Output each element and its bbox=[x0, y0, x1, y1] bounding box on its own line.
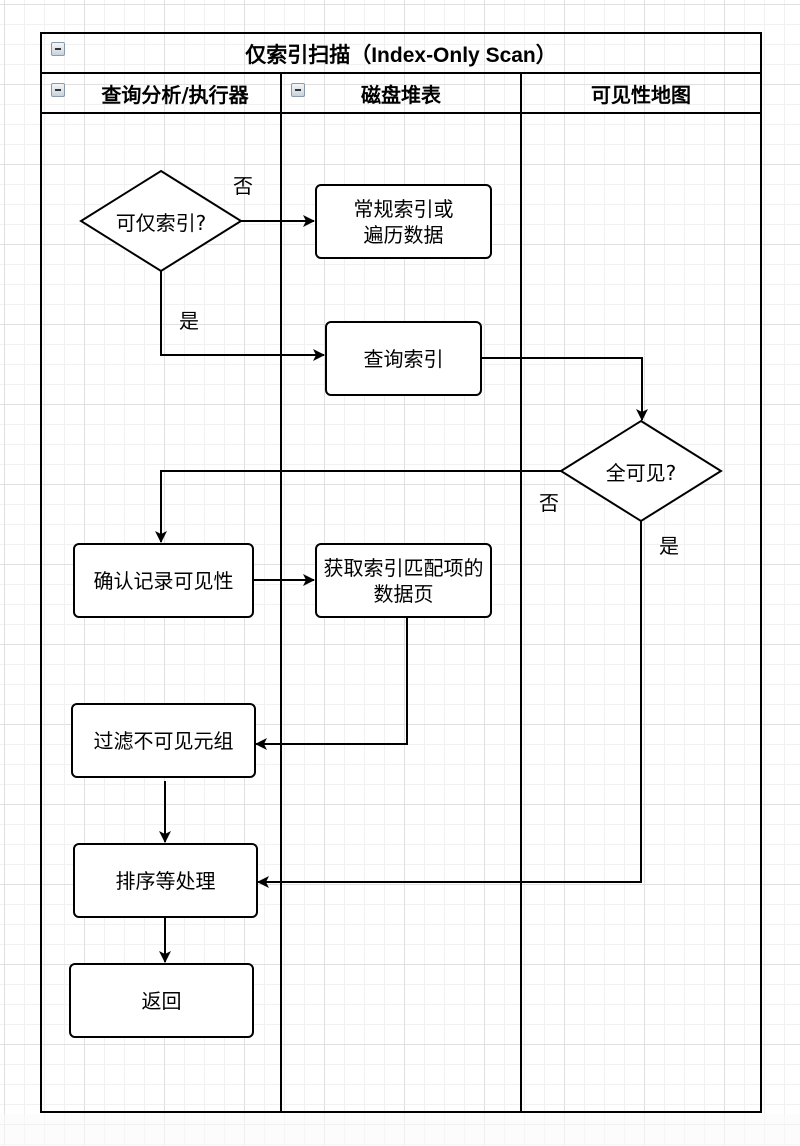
edge-all-visible-yes[interactable] bbox=[257, 521, 642, 888]
lane-title-visibility-map: 可见性地图 bbox=[591, 83, 691, 107]
pool-frame bbox=[40, 32, 762, 1113]
edge-index-only-yes[interactable] bbox=[160, 271, 325, 361]
lane-title-executor: 查询分析/执行器 bbox=[101, 83, 249, 107]
lane-2-collapse-icon[interactable] bbox=[291, 83, 305, 97]
edge-label-index-only-no: 否 bbox=[233, 174, 253, 198]
node-filter-invisible[interactable]: 过滤不可见元组 bbox=[71, 703, 256, 778]
node-query-index-label: 查询索引 bbox=[363, 346, 444, 371]
node-query-index[interactable]: 查询索引 bbox=[325, 321, 482, 396]
pool-collapse-icon[interactable] bbox=[51, 42, 65, 56]
node-regular-scan[interactable]: 常规索引或遍历数据 bbox=[315, 184, 492, 259]
edge-label-index-only-yes: 是 bbox=[179, 309, 199, 333]
node-fetch-pages-label: 获取索引匹配项的数据页 bbox=[323, 555, 484, 606]
lane-title-heap: 磁盘堆表 bbox=[361, 83, 441, 107]
canvas-bottom-shade bbox=[0, 1114, 800, 1146]
node-check-visibility[interactable]: 确认记录可见性 bbox=[73, 543, 254, 618]
edge-fetch-to-filter[interactable] bbox=[255, 617, 408, 750]
node-sort-process[interactable]: 排序等处理 bbox=[73, 843, 258, 918]
node-check-visibility-label: 确认记录可见性 bbox=[93, 568, 234, 593]
decision-all-visible-label: 全可见? bbox=[605, 460, 677, 485]
edge-query-to-visible[interactable] bbox=[481, 357, 648, 421]
node-sort-process-label: 排序等处理 bbox=[115, 868, 216, 893]
node-regular-scan-label: 常规索引或遍历数据 bbox=[353, 196, 454, 247]
node-fetch-pages[interactable]: 获取索引匹配项的数据页 bbox=[315, 543, 492, 618]
lane-1-collapse-icon[interactable] bbox=[51, 83, 65, 97]
decision-index-only-label: 可仅索引? bbox=[115, 210, 207, 235]
edge-all-visible-no[interactable] bbox=[155, 470, 561, 543]
pool-title: 仅索引扫描（Index-Only Scan） bbox=[245, 43, 557, 67]
node-filter-invisible-label: 过滤不可见元组 bbox=[93, 728, 234, 753]
edge-label-all-visible-no: 否 bbox=[539, 491, 559, 515]
node-return-label: 返回 bbox=[141, 988, 182, 1013]
edge-label-all-visible-yes: 是 bbox=[659, 534, 679, 558]
node-return[interactable]: 返回 bbox=[69, 963, 254, 1038]
